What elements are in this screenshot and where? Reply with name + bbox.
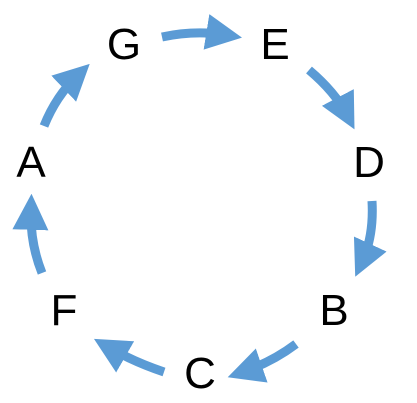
node-d: D [353,138,385,187]
arrow-d-to-b [353,200,387,277]
node-b: B [319,286,348,335]
node-e: E [260,20,289,69]
node-c: C [184,349,216,398]
node-g: G [107,20,141,69]
arrow-e-to-d [306,66,355,130]
arrow-g-to-e [161,14,242,50]
arrow-f-to-a [12,193,49,275]
arrow-c-to-f [93,338,166,377]
arrow-a-to-g [39,63,90,128]
node-a: A [16,138,46,187]
node-f: F [51,286,78,335]
arrow-b-to-c [227,340,299,383]
